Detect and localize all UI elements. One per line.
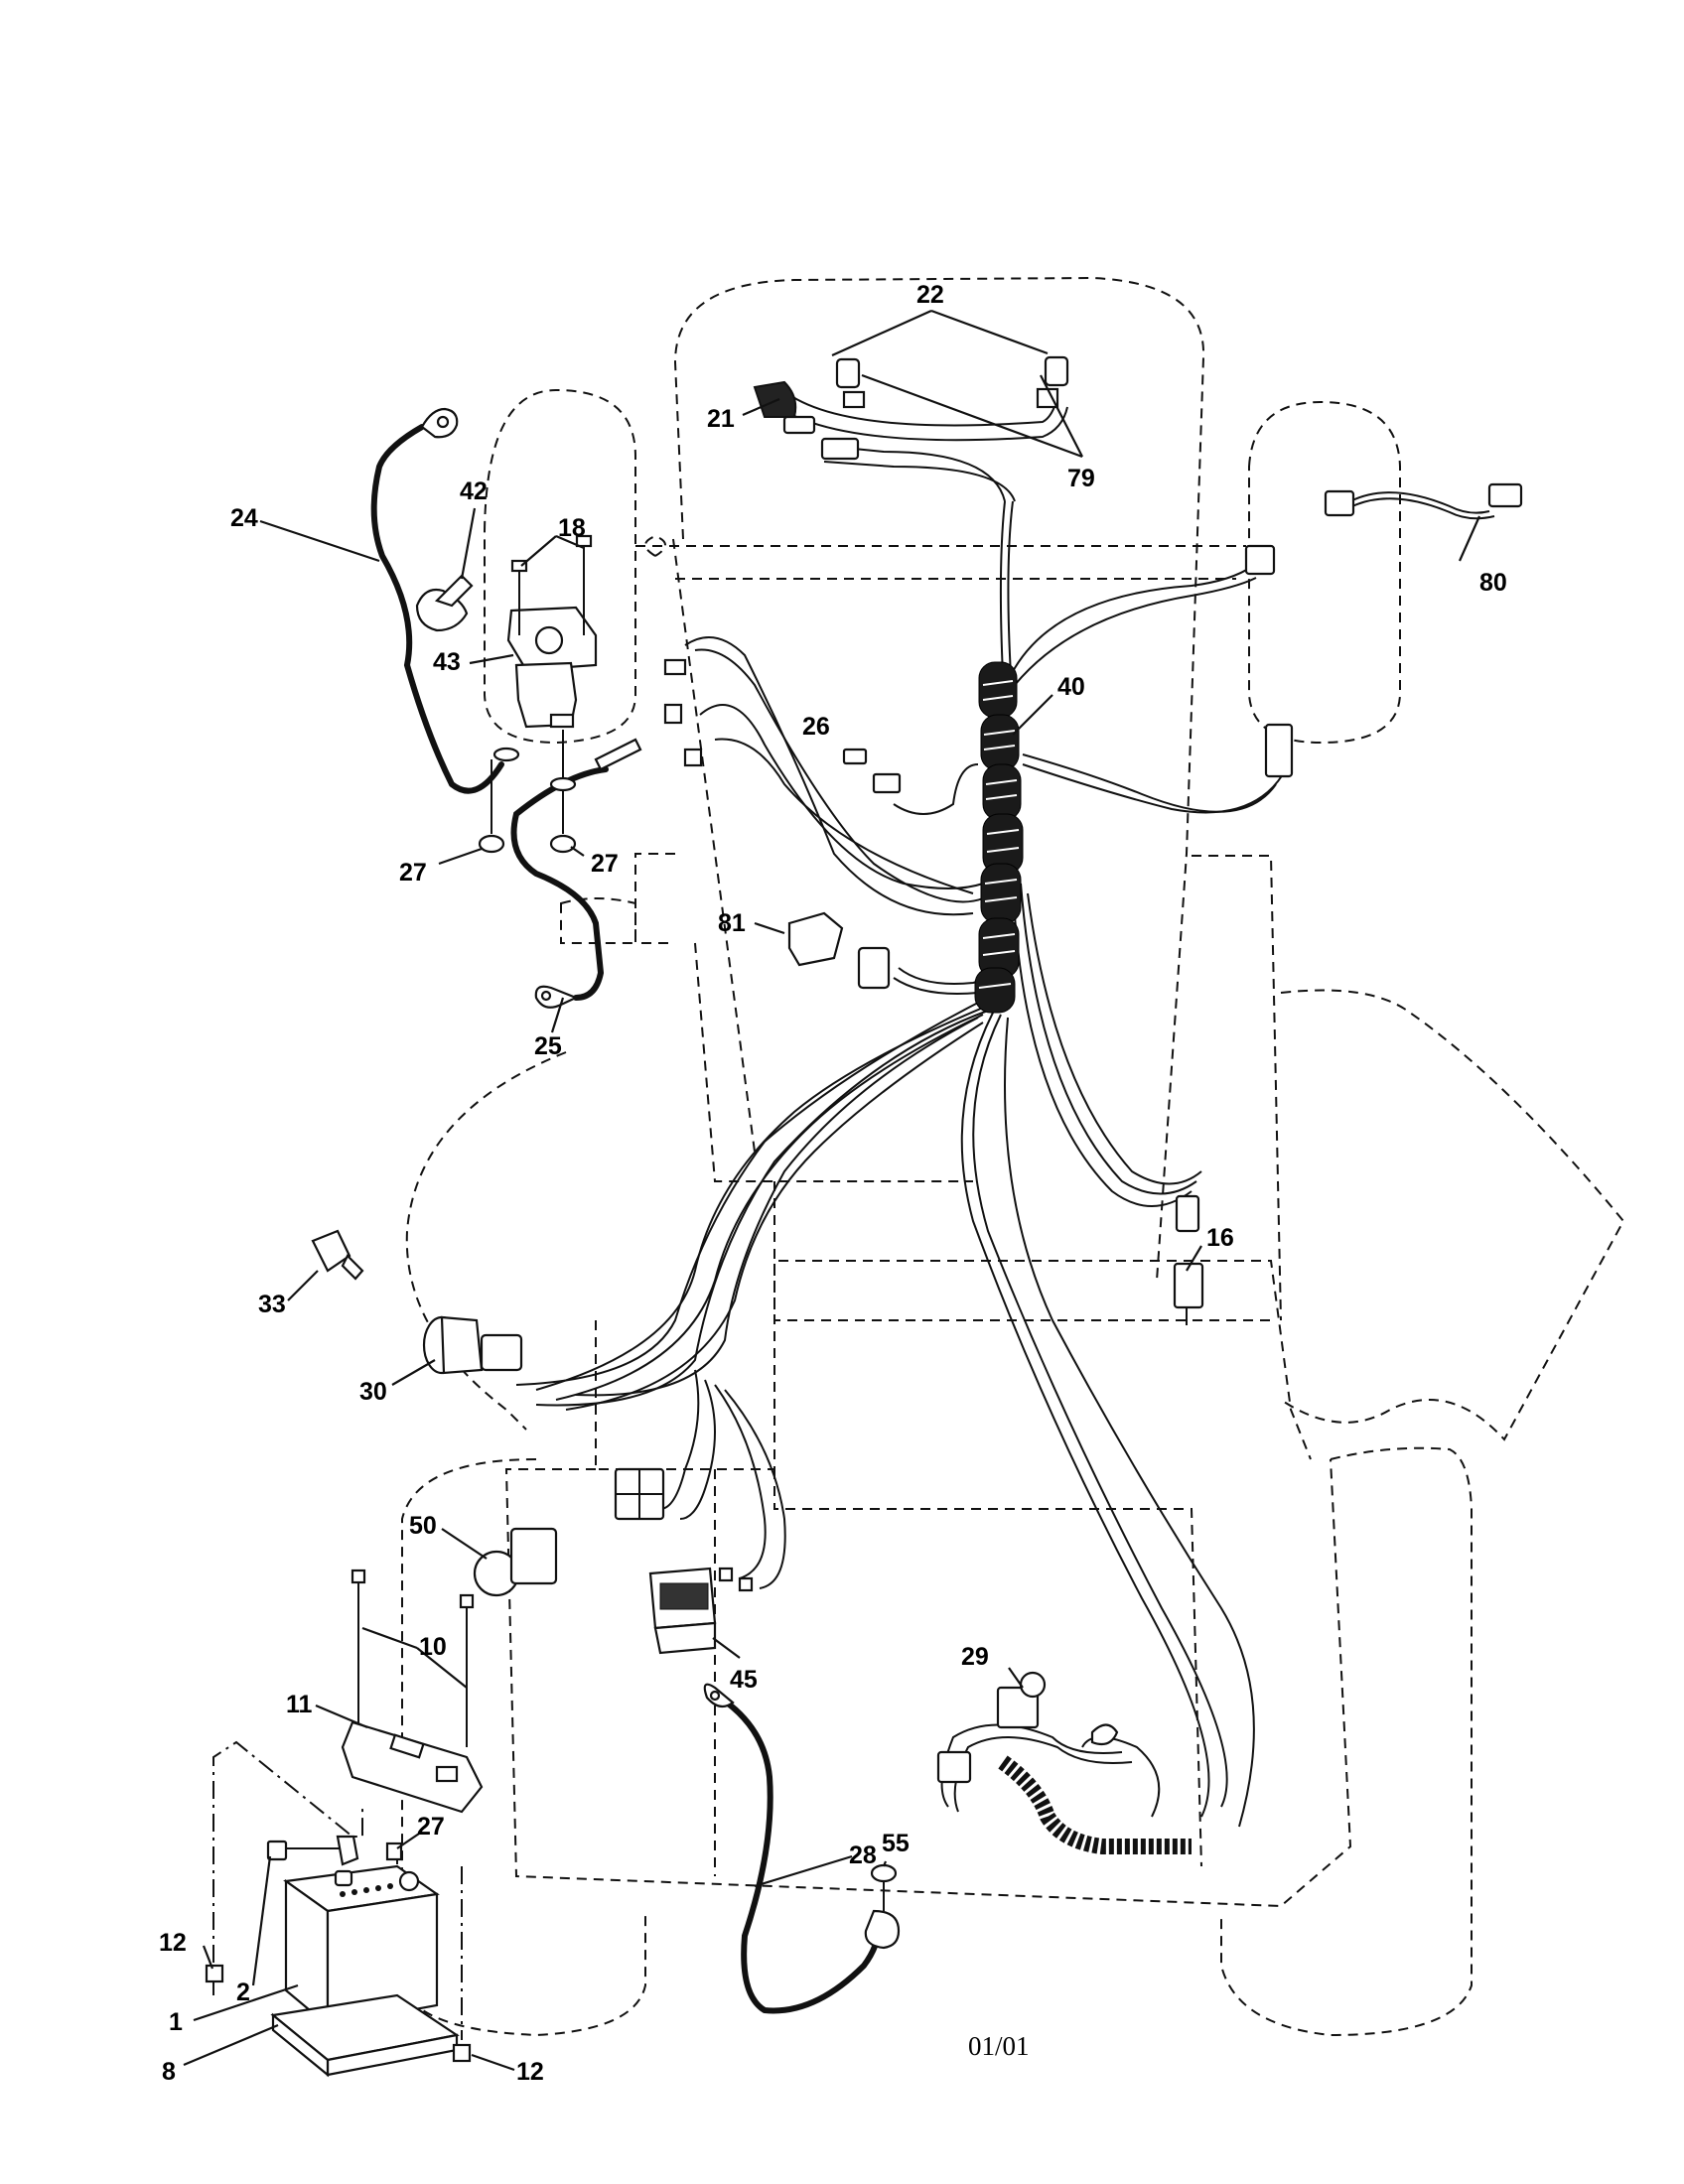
connector-block [614,1467,665,1521]
callout-80: 80 [1479,569,1507,597]
callout-30: 30 [359,1378,387,1406]
callout-24: 24 [230,504,258,532]
callout-27-right: 27 [591,850,619,878]
solenoid-29 [936,1671,1047,1784]
nuts-27 [478,730,577,854]
callout-25: 25 [534,1032,562,1060]
nut-12-left [205,1964,224,1983]
cables [370,407,1495,2014]
callout-50: 50 [409,1512,437,1540]
callout-1: 1 [169,2008,183,2036]
bolts-18 [510,534,593,635]
callout-8: 8 [162,2058,176,2086]
connector-right-lower [1264,723,1294,778]
battery-tray-8 [270,1993,460,2078]
callout-27-battery: 27 [417,1813,445,1841]
connector-80-left [1324,489,1355,517]
callout-11: 11 [286,1691,313,1718]
callout-18: 18 [558,514,586,542]
switch-16 [1173,1194,1204,1325]
footer-date-code: 01/01 [968,2031,1030,2061]
connector-79-right [1036,355,1069,409]
switch-50 [473,1527,558,1597]
connector-80-right [1487,482,1523,508]
spiral-conduit [974,661,1024,1014]
bolts-10 [351,1569,475,1747]
connector-21 [753,380,860,461]
battery-1 [283,1864,440,2028]
callout-29: 29 [961,1643,989,1671]
callout-12-left: 12 [159,1929,187,1957]
callout-26: 26 [802,713,830,741]
parts [205,355,1523,2078]
callout-10: 10 [419,1633,447,1661]
relay-81 [787,911,891,990]
wire-harness-bundle [515,386,1284,1828]
hold-down-11 [341,1720,484,1814]
callout-55: 55 [882,1830,910,1857]
nut-12-right [452,2043,472,2063]
callout-43: 43 [433,648,461,676]
callout-28: 28 [849,1842,877,1869]
callout-40: 40 [1057,673,1085,701]
terminals [594,658,703,771]
callout-2: 2 [236,1979,250,2006]
callout-33: 33 [258,1291,286,1318]
connector-79-left [835,357,866,409]
lower-coil [998,1755,1192,1854]
callout-21: 21 [707,405,735,433]
callout-79: 79 [1067,465,1095,492]
bolt-2 [266,1835,403,1866]
callout-81: 81 [718,909,746,937]
callout-12-right: 12 [516,2058,544,2086]
callout-42: 42 [460,478,488,505]
connector-right-upper [1244,544,1276,576]
callout-22: 22 [916,281,944,309]
hour-meter-45 [648,1567,717,1655]
solenoid-43 [506,606,598,729]
callout-16: 16 [1206,1224,1234,1252]
callout-27-left: 27 [399,859,427,887]
key-33 [311,1229,364,1281]
connector-26 [842,748,902,794]
ignition-switch-30 [422,1315,523,1375]
callout-45: 45 [730,1666,758,1694]
callout-labels: 22 21 79 80 24 42 18 43 40 26 27 27 81 2… [159,281,1507,2086]
bolt-55 [870,1863,898,1911]
leader-lines [183,309,1481,2072]
